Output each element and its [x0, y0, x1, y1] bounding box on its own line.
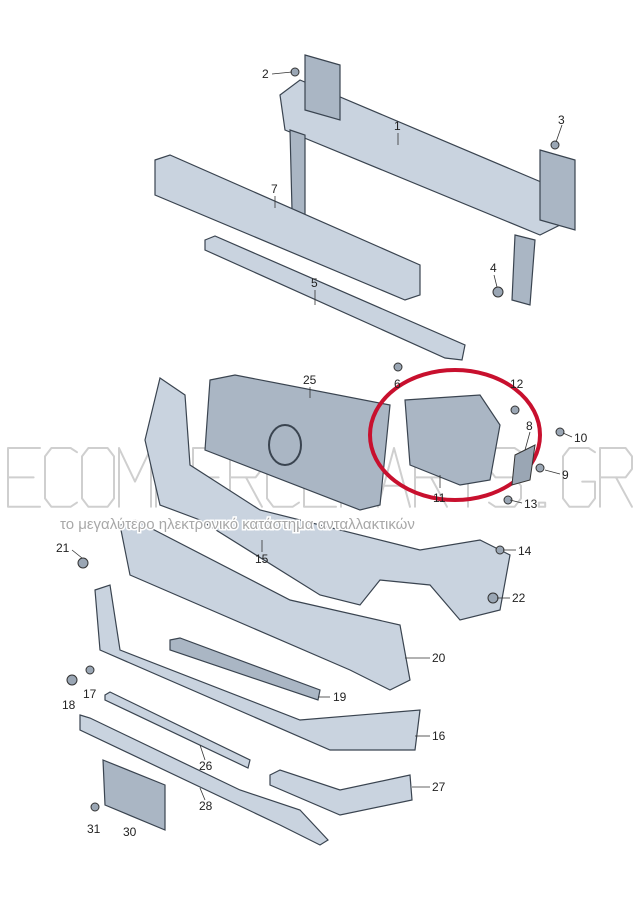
part-labels: 1 2 3 4 5 6 7 8 9 10 11 12 13 14 15 16 1… [56, 67, 588, 839]
watermark-letter [599, 447, 633, 508]
label-15: 15 [255, 552, 269, 566]
watermark-letter [44, 447, 78, 508]
label-27: 27 [432, 780, 446, 794]
label-19: 19 [333, 690, 347, 704]
watermark-letter [562, 447, 596, 508]
part-30-license-plate-holder [102, 759, 166, 831]
label-1: 1 [394, 119, 401, 133]
label-6: 6 [394, 377, 401, 391]
label-20: 20 [432, 651, 446, 665]
part-26-trim-strip [104, 691, 251, 769]
part-20-lower-grille [119, 519, 411, 691]
label-2: 2 [262, 67, 269, 81]
part-16-spoiler [94, 584, 421, 751]
highlight-circle [368, 368, 542, 502]
label-28: 28 [199, 799, 213, 813]
part-25-grille [204, 374, 391, 511]
emblem [268, 424, 302, 466]
watermark-letter [488, 447, 522, 508]
part-27-trim-strip [269, 769, 413, 816]
label-9: 9 [562, 468, 569, 482]
label-3: 3 [558, 113, 565, 127]
label-16: 16 [432, 729, 446, 743]
label-14: 14 [518, 544, 532, 558]
label-5: 5 [311, 276, 318, 290]
label-17: 17 [83, 687, 97, 701]
watermark-letter [537, 501, 547, 508]
label-21: 21 [56, 541, 70, 555]
label-8: 8 [526, 419, 533, 433]
watermark-letter [118, 447, 152, 508]
label-11: 11 [433, 491, 446, 505]
part-11-fog-light-bracket [404, 394, 501, 486]
part-1-bumper-beam [279, 54, 576, 306]
part-19-trim-strip [169, 637, 321, 701]
watermark-letter [81, 447, 115, 508]
label-10: 10 [574, 431, 588, 445]
label-12: 12 [510, 377, 524, 391]
watermark-letter [430, 476, 448, 508]
label-25: 25 [303, 373, 317, 387]
label-30: 30 [123, 825, 137, 839]
part-15-bumper-cover [144, 377, 511, 621]
label-7: 7 [271, 182, 278, 196]
part-7-energy-absorber [154, 154, 421, 301]
label-13: 13 [524, 497, 538, 511]
watermark-letter [615, 476, 633, 508]
watermark-letter [245, 476, 263, 508]
watermark-tagline: το μεγαλύτερο ηλεκτρονικό κατάστημα αντα… [60, 516, 415, 533]
label-4: 4 [490, 261, 497, 275]
part-28-trim-strip [79, 714, 329, 846]
label-22: 22 [512, 591, 526, 605]
label-31: 31 [87, 822, 101, 836]
label-18: 18 [62, 698, 76, 712]
leader-lines [71, 71, 573, 801]
label-26: 26 [199, 759, 213, 773]
part-5-bracket-strip [204, 235, 466, 361]
fasteners [66, 67, 565, 812]
